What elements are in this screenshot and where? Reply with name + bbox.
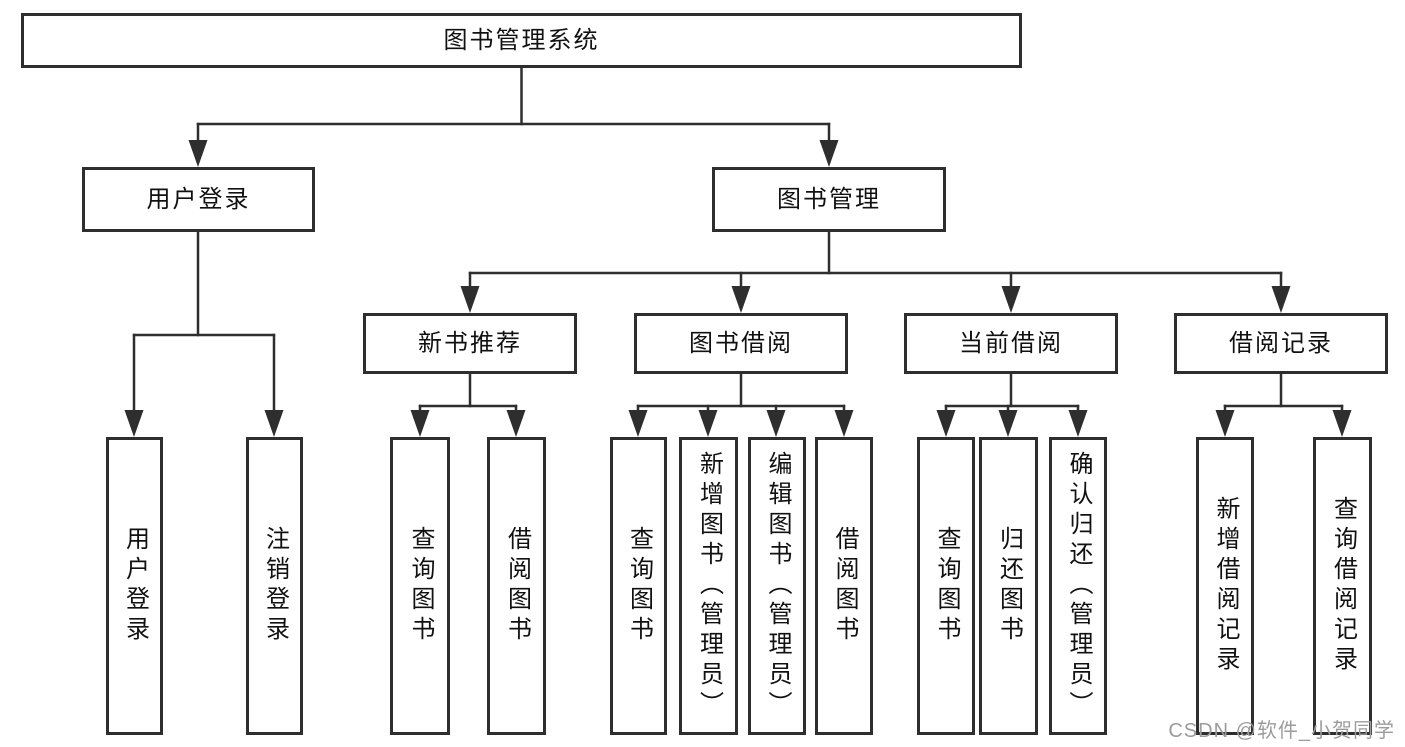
leaf-user-login: 用户登录 [106, 437, 163, 735]
leaf-query-book-current: 查询图书 [917, 437, 975, 735]
leaf-logout-login: 注销登录 [246, 437, 303, 735]
leaf-borrow-book-recommend: 借阅图书 [487, 437, 546, 735]
node-current-borrow: 当前借阅 [904, 313, 1118, 374]
node-book-borrow: 图书借阅 [634, 313, 848, 374]
leaf-borrow-book: 借阅图书 [815, 437, 873, 735]
node-book-management: 图书管理 [712, 167, 946, 232]
leaf-query-book-borrow: 查询图书 [610, 437, 667, 735]
csdn-watermark: CSDN @软件_小贺同学 [1168, 720, 1395, 742]
node-new-book-recommend: 新书推荐 [363, 313, 577, 374]
leaf-add-borrow-record: 新增借阅记录 [1196, 437, 1254, 735]
node-root: 图书管理系统 [21, 13, 1022, 68]
node-borrow-records: 借阅记录 [1174, 313, 1388, 374]
leaf-query-book-recommend: 查询图书 [390, 437, 450, 735]
leaf-edit-book-admin: 编辑图书（管理员） [748, 437, 806, 735]
leaf-add-book-admin: 新增图书（管理员） [679, 437, 738, 735]
leaf-confirm-return-admin: 确认归还（管理员） [1049, 437, 1107, 735]
leaf-return-book: 归还图书 [979, 437, 1038, 735]
leaf-query-borrow-record: 查询借阅记录 [1313, 437, 1372, 735]
node-user-login: 用户登录 [82, 167, 315, 232]
